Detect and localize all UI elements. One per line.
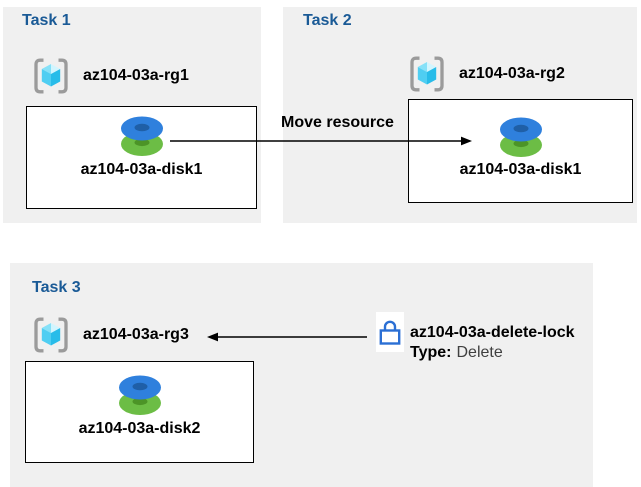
task1-resource-box: az104-03a-disk1 (26, 106, 257, 209)
resource-group-icon (32, 316, 70, 354)
disk-icon (118, 115, 166, 157)
task3-title: Task 3 (32, 279, 81, 296)
lock-type-line: Type:Delete (410, 343, 575, 363)
task1-resource-group: az104-03a-rg1 (32, 57, 189, 95)
arrow-right-icon (170, 136, 472, 146)
disk-icon (116, 374, 164, 416)
task3-resource-box: az104-03a-disk2 (25, 361, 254, 463)
lock-type-key: Type: (410, 344, 452, 361)
resource-group-label: az104-03a-rg3 (83, 326, 189, 343)
task2-title: Task 2 (303, 12, 352, 29)
arrow-left-icon (207, 332, 367, 342)
task3-panel: Task 3 az104-03a-rg3 (10, 263, 593, 487)
resource-group-label: az104-03a-rg2 (459, 65, 565, 82)
move-resource-label: Move resource (281, 114, 394, 131)
task3-resource-group: az104-03a-rg3 (32, 316, 189, 354)
lock-icon (376, 312, 404, 352)
task2-resource-box: az104-03a-disk1 (408, 99, 633, 203)
lock-name-label: az104-03a-delete-lock (410, 324, 575, 341)
disk-label: az104-03a-disk1 (80, 161, 203, 178)
lock-annotation: az104-03a-delete-lock Type:Delete (410, 323, 575, 363)
task2-resource-group: az104-03a-rg2 (408, 55, 565, 93)
task2-panel: Task 2 az104-03a-rg2 (283, 7, 637, 223)
resource-group-icon (32, 57, 70, 95)
disk-label: az104-03a-disk1 (459, 161, 582, 178)
resource-group-icon (408, 55, 446, 93)
task1-panel: Task 1 az104-03a-rg1 (3, 7, 261, 223)
disk-label: az104-03a-disk2 (78, 420, 201, 437)
disk-icon (497, 116, 545, 158)
task1-title: Task 1 (22, 12, 71, 29)
lock-type-value: Delete (456, 344, 503, 361)
resource-group-label: az104-03a-rg1 (83, 67, 189, 84)
